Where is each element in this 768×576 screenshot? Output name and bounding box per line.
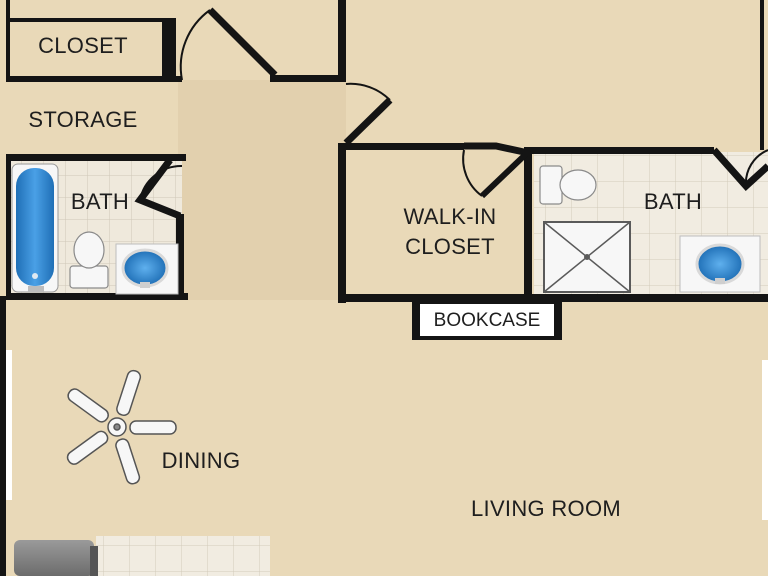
dining-label: DINING [162,448,241,473]
sink-icon [115,243,179,295]
walk-in-closet-label-line1: WALK-IN [404,204,497,229]
bookcase-label: BOOKCASE [434,310,541,331]
toilet-icon [69,231,109,289]
toilet-icon [539,165,597,205]
right-bath-label: BATH [644,189,702,214]
kitchen-tile-floor [96,536,270,576]
door-swings [139,9,768,201]
closet-label: CLOSET [38,33,128,58]
shower-icon [543,221,631,293]
storage-label: STORAGE [28,107,137,132]
stove-icon [14,540,98,576]
bathtub-icon [11,163,59,293]
hallway-floor [178,80,346,300]
walk-in-closet-label-line2: CLOSET [405,234,495,259]
sink-icon [679,235,761,293]
bookcase [420,304,554,336]
left-bath-label: BATH [71,189,129,214]
living-room-label: LIVING ROOM [471,496,621,521]
ceiling-fan-icon [66,369,177,485]
